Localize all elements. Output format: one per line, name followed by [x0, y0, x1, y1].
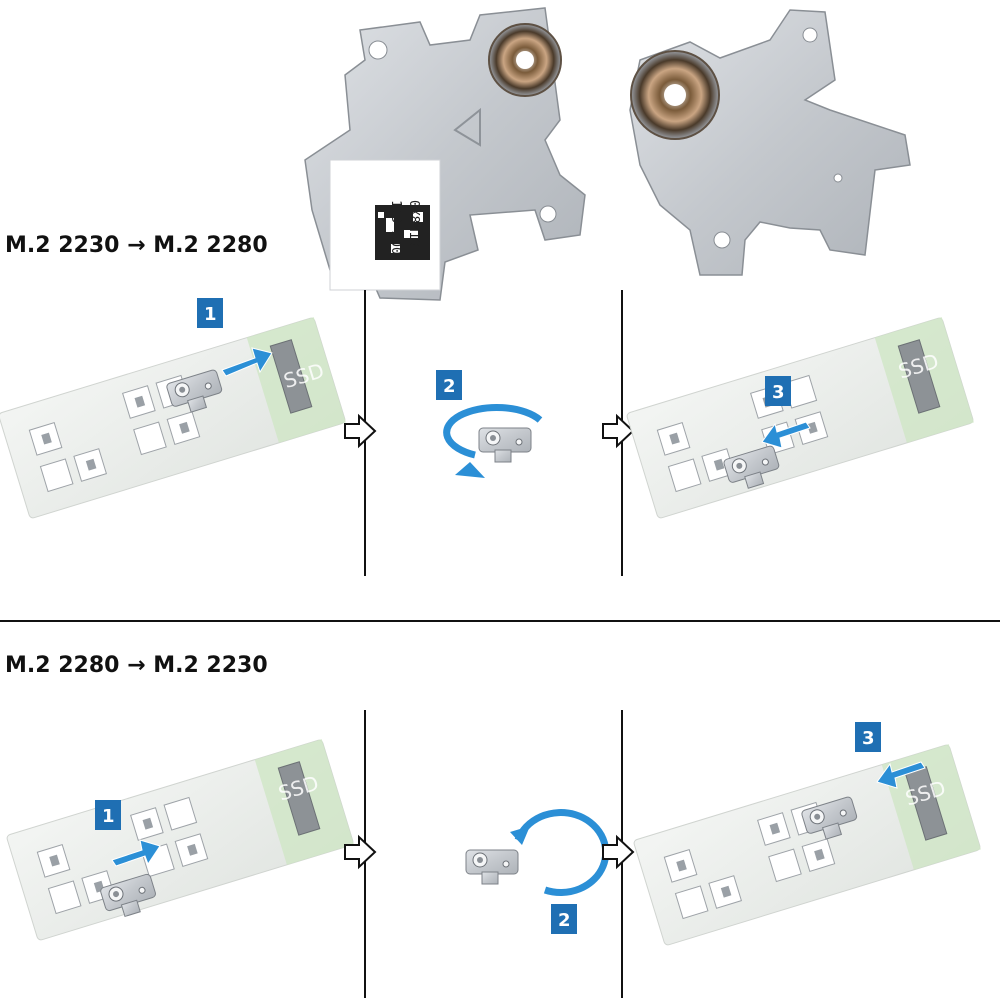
svg-text:3: 3 — [772, 382, 785, 403]
section-1-heading: M.2 2230 → M.2 2280 — [5, 233, 268, 258]
section-2-step-2-badge: 2 — [551, 904, 577, 934]
svg-text:2: 2 — [443, 376, 456, 397]
push-arrow-icon — [111, 839, 161, 867]
rotate-circle-arrow-icon — [510, 809, 610, 897]
svg-text:1: 1 — [204, 304, 217, 325]
push-arrow-icon — [876, 761, 926, 789]
section-1-step-2-plate — [478, 427, 532, 463]
section-1-step-1-board: SSD — [0, 316, 347, 520]
bracket-front-photo: 0X8M19 11D A00 — [304, 7, 586, 301]
section-2-step-3-badge: 3 — [855, 722, 881, 752]
svg-text:2: 2 — [558, 910, 571, 931]
bracket-part-number: 0X8M19 — [406, 200, 421, 247]
next-step-arrow-icon — [344, 415, 376, 447]
section-2-heading: M.2 2280 → M.2 2230 — [5, 653, 268, 678]
push-arrow-icon — [761, 421, 811, 449]
section-2-step-2-plate — [465, 849, 519, 885]
section-1-step-3-board: SSD — [625, 316, 975, 520]
section-2-step-1-badge: 1 — [95, 800, 121, 830]
section-1-step-2-badge: 2 — [436, 370, 462, 400]
section-1-step-1-badge: 1 — [197, 298, 223, 328]
push-arrow-icon — [221, 347, 273, 377]
section-1-step-3-badge: 3 — [765, 376, 791, 406]
bracket-revision: 11D A00 — [388, 200, 403, 255]
rotate-circle-arrow-icon — [443, 403, 543, 478]
svg-text:3: 3 — [862, 728, 875, 749]
section-2-step-3-board: SSD — [632, 743, 982, 947]
svg-text:1: 1 — [102, 806, 115, 827]
bracket-back-photo — [629, 9, 911, 276]
section-2-step-1-board: SSD — [5, 738, 355, 942]
